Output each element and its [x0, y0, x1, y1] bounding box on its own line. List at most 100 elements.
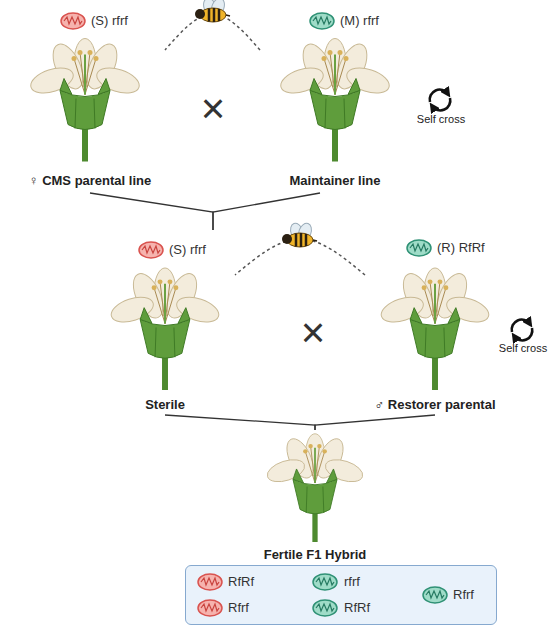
- flower-anther: [167, 279, 172, 284]
- flower-stamen: [315, 446, 319, 483]
- maintainer-flower: (M) rfrfMaintainer line: [260, 5, 410, 193]
- bee-stripe: [296, 233, 306, 247]
- cross-line: [165, 415, 315, 430]
- flower-anther: [422, 285, 427, 290]
- flower-sepal: [410, 308, 460, 324]
- genotype-label: RfRf: [344, 598, 370, 618]
- flower-anther: [328, 50, 333, 55]
- flower-anther: [88, 50, 93, 55]
- cross-line: [90, 193, 213, 230]
- flower-illustration: [380, 266, 490, 390]
- flower-pistil: [84, 55, 86, 95]
- pollination-arc: [235, 239, 365, 275]
- self-cross-icon: [430, 90, 451, 111]
- flower-calyx: [410, 320, 460, 359]
- genotype-label: Rfrf: [228, 598, 249, 618]
- mitochondrion-cristae: [142, 246, 160, 253]
- flower-stamen: [165, 288, 176, 324]
- flower-stamen: [85, 59, 96, 95]
- flower-anther: [303, 449, 307, 453]
- mitochondrion-body: [310, 13, 334, 29]
- calyx-line: [425, 328, 445, 358]
- role-label: ♂ Restorer parental: [355, 396, 515, 414]
- bee-stripe: [209, 8, 219, 22]
- cross-line: [213, 193, 320, 230]
- mitochondrion-body: [313, 600, 337, 616]
- cross-symbol: ×: [293, 308, 333, 358]
- flower-stamen: [160, 282, 165, 324]
- mitochondrion-icon: [196, 598, 224, 618]
- flower-sepal: [140, 308, 190, 324]
- flower-sepal: [60, 79, 110, 95]
- mitochondrion-icon: [311, 598, 339, 618]
- flower-anther: [72, 56, 77, 61]
- flower-stem: [162, 357, 168, 390]
- role-label: Sterile: [95, 396, 235, 414]
- flower-stamen: [315, 451, 325, 483]
- flower-stamen: [165, 282, 170, 324]
- flower-pistil: [164, 284, 166, 324]
- flower-calyx: [310, 91, 360, 130]
- mitochondrion-icon: [421, 585, 449, 605]
- flower-stem: [312, 513, 317, 542]
- mitochondrion-cristae: [426, 591, 444, 598]
- cms-flower: (S) rfrf♀ CMS parental line: [15, 5, 165, 193]
- flower-anther: [344, 56, 349, 61]
- mitochondrion-cristae: [313, 17, 331, 24]
- flower-anther: [152, 285, 157, 290]
- flower-pistil: [314, 448, 316, 483]
- mitochondrion-icon: [311, 572, 339, 592]
- bee-wing: [288, 221, 305, 242]
- calyx-line: [155, 328, 175, 358]
- flower-anther: [322, 449, 326, 453]
- flower-anther: [338, 50, 343, 55]
- bee-stinger: [226, 15, 230, 16]
- loop-arrow: [514, 328, 532, 340]
- flower-anther: [78, 50, 83, 55]
- mitochondrion-body: [407, 240, 431, 256]
- self-cross-label: Self cross: [413, 112, 469, 126]
- genotype-label: Rfrf: [453, 585, 474, 605]
- mitochondrion-icon: [59, 11, 87, 31]
- mitochondrion-body: [423, 587, 447, 603]
- bee-stinger: [313, 240, 317, 241]
- flower-sepal: [293, 469, 337, 483]
- flower-stem: [432, 357, 438, 390]
- mitochondrion-cristae: [316, 578, 334, 585]
- cross-symbol: ×: [193, 84, 233, 134]
- bee-body: [287, 233, 313, 247]
- role-label: ♀ CMS parental line: [15, 172, 165, 190]
- genotype-label: (R) RfRf: [437, 238, 485, 258]
- flower-stamen: [330, 53, 335, 95]
- flower-illustration: [110, 266, 220, 390]
- flower-anther: [173, 285, 178, 290]
- flower-anther: [428, 279, 433, 284]
- flower-stem: [82, 129, 88, 162]
- loop-arrow: [430, 90, 448, 102]
- flower-calyx: [60, 91, 110, 130]
- mitochondrion-icon: [308, 11, 336, 31]
- flower-pistil: [334, 55, 336, 95]
- flower-sepal: [310, 79, 360, 95]
- bee-wing: [209, 0, 226, 18]
- mitochondrion-icon: [196, 572, 224, 592]
- cross-line: [315, 415, 435, 430]
- calyx-line: [325, 99, 345, 129]
- mitochondrion-body: [139, 242, 163, 258]
- mitochondrion-icon: [405, 238, 433, 258]
- calyx-line: [306, 487, 324, 513]
- flower-anther: [443, 285, 448, 290]
- flower-anther: [322, 56, 327, 61]
- flower-stamen: [80, 53, 85, 95]
- flower-illustration: [280, 35, 390, 163]
- flower-stem: [332, 129, 338, 162]
- role-label: Fertile F1 Hybrid: [240, 546, 390, 564]
- genotype-label: rfrf: [344, 572, 360, 592]
- bee-head: [282, 234, 292, 244]
- bee-wing: [296, 221, 313, 242]
- flower-calyx: [293, 480, 337, 514]
- flower-calyx: [140, 320, 190, 359]
- mitochondrion-cristae: [201, 578, 219, 585]
- bee-body: [200, 8, 226, 22]
